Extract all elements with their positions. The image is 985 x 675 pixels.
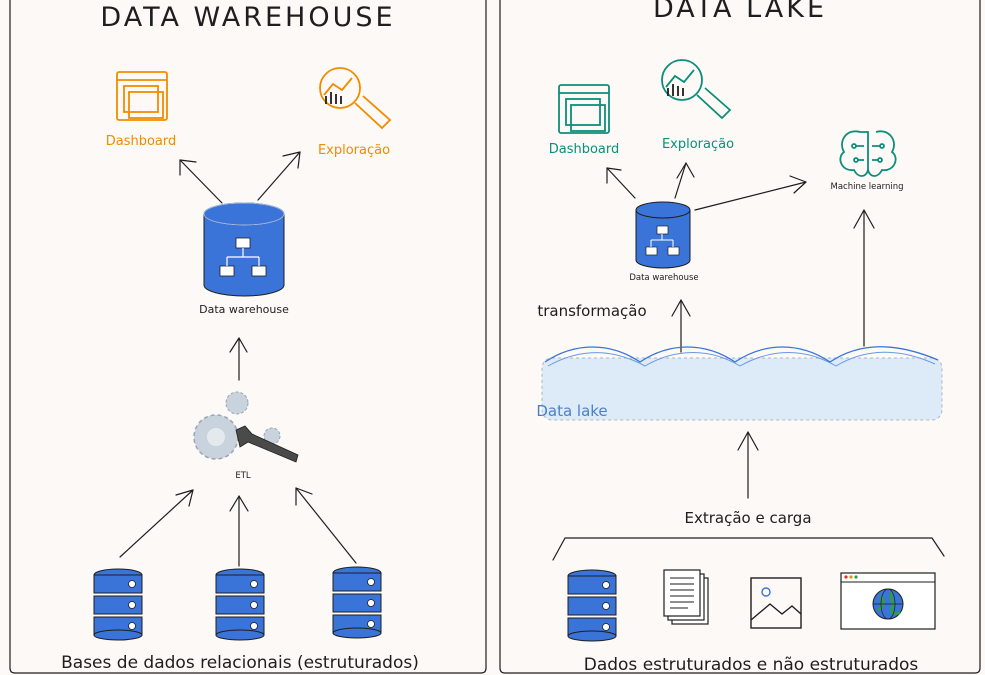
exploration-icon [661,59,732,120]
dashboard-label: Dashboard [106,134,177,149]
right-panel-frame [499,0,981,674]
left-panel-title: DATA WAREHOUSE [100,2,395,33]
document-icon [663,569,709,625]
left-sources-caption: Bases de dados relacionais (estruturados… [61,653,419,673]
globe-icon [872,588,904,620]
etl-label: ETL [235,471,251,481]
etl-gears-icon [193,391,299,463]
data-warehouse-label: Data warehouse [199,303,289,316]
arrows-from-lake [671,209,875,353]
sources-bracket [552,537,945,561]
exploration-label: Exploração [662,137,734,152]
dashboard-label: Dashboard [549,142,620,157]
arrows-sources-to-etl [119,487,357,567]
data-warehouse-cylinder [203,202,285,297]
data-warehouse-cylinder [635,201,691,269]
relational-db-icon [332,566,382,639]
data-lake-label: Data lake [536,402,607,420]
exploration-label: Exploração [318,143,390,158]
left-panel-frame [9,0,487,674]
dashboard-icon [558,84,610,134]
arrow-etl-to-warehouse [229,337,248,381]
relational-db-icon [215,568,265,641]
arrows-warehouse-to-consumers [606,162,807,211]
right-panel-title: DATA LAKE [653,0,827,24]
data-lake-area [541,346,943,421]
right-data-warehouse-label: Data warehouse [629,273,698,283]
machine-learning-brain-icon [839,130,897,177]
image-icon [750,577,802,629]
machine-learning-label: Machine learning [831,182,904,192]
arrows-to-consumers [179,151,301,204]
extraction-label: Extração e carga [684,509,811,527]
arrow-ingestion-to-lake [737,431,759,499]
exploration-icon [319,67,392,130]
transformation-label: transformação [537,302,646,320]
right-sources-caption: Dados estruturados e não estruturados [584,655,919,675]
relational-db-icon [93,568,143,641]
dashboard-icon [116,71,168,121]
structured-db-icon [567,569,617,642]
